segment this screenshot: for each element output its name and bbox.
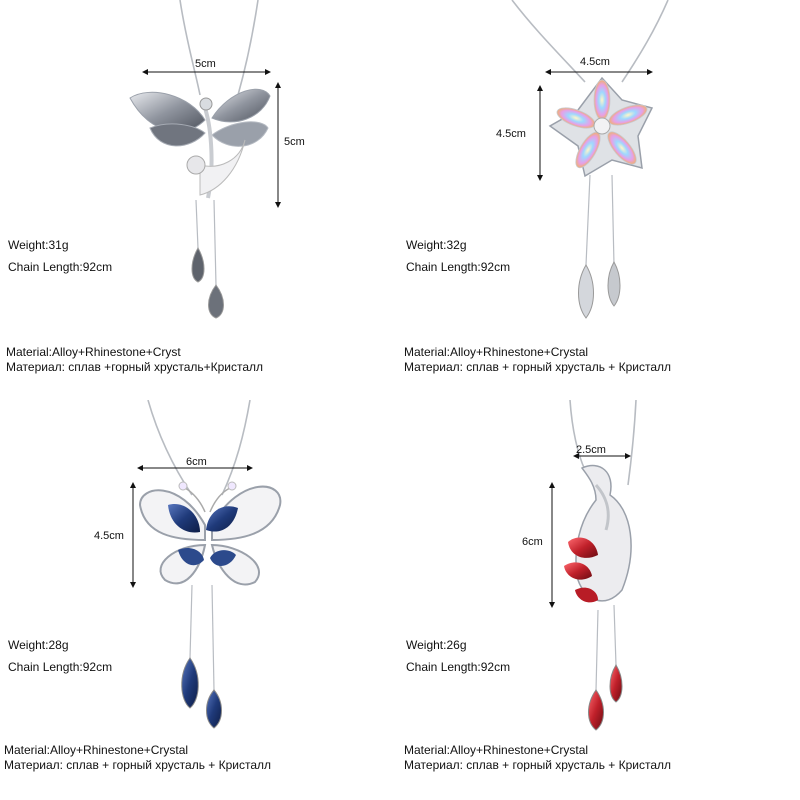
- chain-length-label: Chain Length:92cm: [8, 260, 113, 274]
- product-panel-swan: 2.5cm 6cm Weight:26g Chain Length:92cm M…: [400, 400, 800, 800]
- swan-necklace-image: [549, 400, 637, 731]
- material-ru-label: Материал: сплав + горный хрусталь + Крис…: [404, 360, 672, 374]
- weight-label: Weight:28g: [8, 638, 69, 652]
- flower-necklace-image: [511, 0, 669, 319]
- height-dimension-label: 4.5cm: [496, 128, 526, 140]
- product-panel-flower: 4.5cm 4.5cm Weight:32g Chain Length:92cm…: [400, 0, 800, 400]
- width-dimension-label: 6cm: [186, 456, 207, 468]
- width-dimension-label: 2.5cm: [576, 444, 606, 456]
- weight-label: Weight:32g: [406, 238, 467, 252]
- material-en-label: Material:Alloy+Rhinestone+Crystal: [404, 345, 589, 359]
- chain-length-label: Chain Length:92cm: [8, 660, 113, 674]
- chain-length-label: Chain Length:92cm: [406, 660, 511, 674]
- material-en-label: Material:Alloy+Rhinestone+Cryst: [6, 345, 181, 359]
- material-ru-label: Материал: сплав + горный хрусталь + Крис…: [4, 758, 272, 772]
- height-dimension-label: 5cm: [284, 136, 305, 148]
- material-ru-label: Материал: сплав + горный хрусталь + Крис…: [404, 758, 672, 772]
- height-dimension-label: 4.5cm: [94, 530, 124, 542]
- material-en-label: Material:Alloy+Rhinestone+Crystal: [4, 743, 189, 757]
- butterfly-necklace-image: [130, 400, 282, 729]
- height-dimension-label: 6cm: [522, 536, 543, 548]
- weight-label: Weight:31g: [8, 238, 69, 252]
- chain-length-label: Chain Length:92cm: [406, 260, 511, 274]
- dragonfly-necklace-image: [129, 0, 281, 319]
- weight-label: Weight:26g: [406, 638, 467, 652]
- material-ru-label: Материал: сплав +горный хрусталь+Кристал…: [6, 360, 264, 374]
- material-en-label: Material:Alloy+Rhinestone+Crystal: [404, 743, 589, 757]
- width-dimension-label: 5cm: [195, 58, 216, 70]
- width-dimension-label: 4.5cm: [580, 56, 610, 68]
- product-panel-butterfly: 6cm 4.5cm Weight:28g Chain Length:92cm M…: [0, 400, 400, 800]
- product-panel-dragonfly: 5cm 5cm Weight:31g Chain Length:92cm Mat…: [0, 0, 400, 400]
